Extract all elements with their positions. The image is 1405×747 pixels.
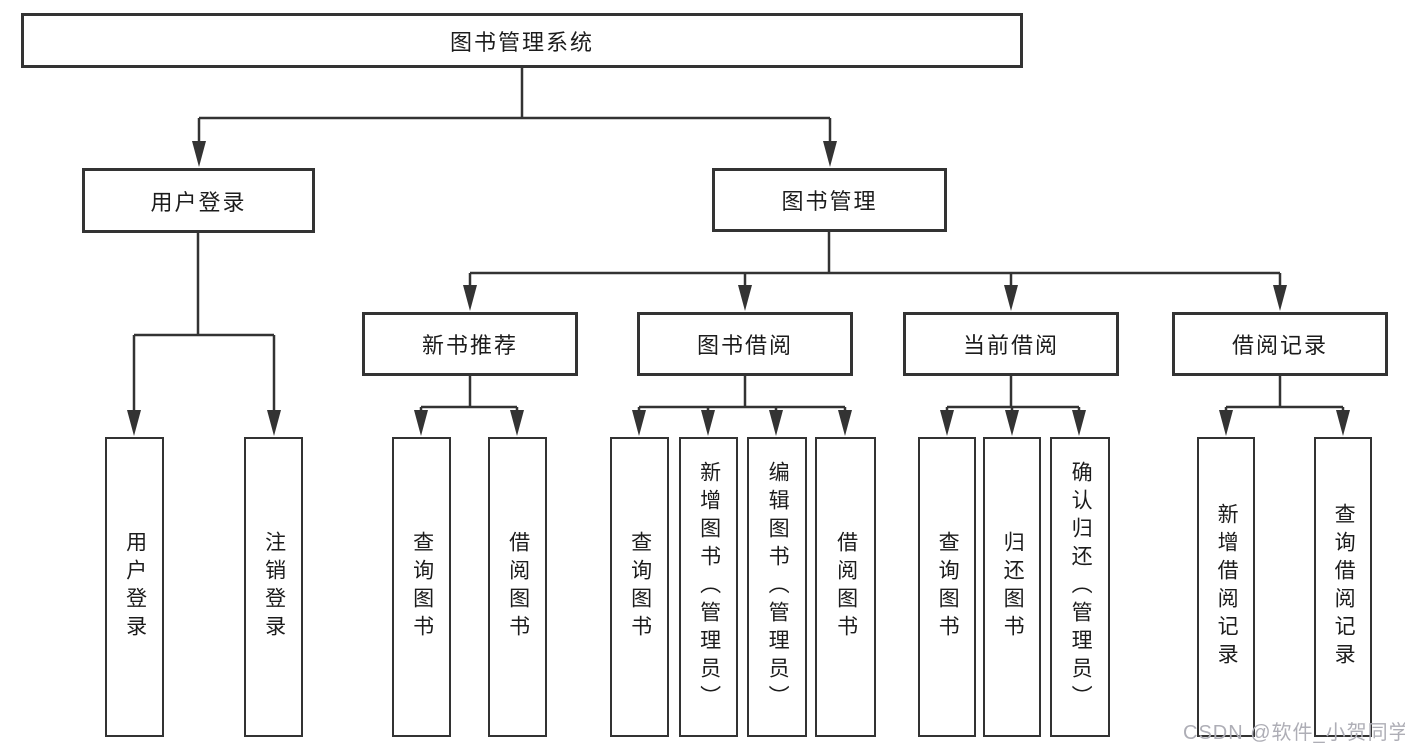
leaf-bb-edit-book-admin: 编辑图书（管理员） <box>747 437 807 737</box>
node-borrow-record-label: 借阅记录 <box>1231 333 1328 358</box>
leaf-bb-edit-book-admin-label: 编辑图书（管理员） <box>766 461 790 713</box>
node-current-borrow-label: 当前借阅 <box>962 333 1059 358</box>
leaf-logout-login: 注销登录 <box>244 437 303 737</box>
leaf-nb-query-book: 查询图书 <box>392 437 451 737</box>
leaf-user-login: 用户登录 <box>105 437 164 737</box>
leaf-br-query-record-label: 查询借阅记录 <box>1332 503 1356 671</box>
leaf-nb-borrow-book: 借阅图书 <box>488 437 547 737</box>
node-root: 图书管理系统 <box>21 13 1023 68</box>
watermark: CSDN @软件_小贺同学 <box>1183 722 1405 744</box>
node-borrow-record: 借阅记录 <box>1172 312 1388 376</box>
leaf-bb-add-book-admin-label: 新增图书（管理员） <box>697 461 721 713</box>
leaf-bb-query-book-label: 查询图书 <box>628 531 652 643</box>
leaf-cb-query-book: 查询图书 <box>918 437 976 737</box>
leaf-nb-query-book-label: 查询图书 <box>410 531 434 643</box>
leaf-logout-login-label: 注销登录 <box>262 531 286 643</box>
node-user-login-label: 用户登录 <box>150 189 247 215</box>
node-book-management-label: 图书管理 <box>781 189 878 214</box>
node-new-book-recommend: 新书推荐 <box>362 312 578 376</box>
node-book-management: 图书管理 <box>712 168 947 232</box>
leaf-cb-query-book-label: 查询图书 <box>936 531 960 643</box>
leaf-cb-return-book: 归还图书 <box>983 437 1041 737</box>
leaf-br-add-record: 新增借阅记录 <box>1197 437 1255 737</box>
node-new-book-recommend-label: 新书推荐 <box>421 333 518 358</box>
leaf-br-query-record: 查询借阅记录 <box>1314 437 1372 737</box>
leaf-bb-query-book: 查询图书 <box>610 437 669 737</box>
node-user-login: 用户登录 <box>82 168 315 233</box>
leaf-cb-return-book-label: 归还图书 <box>1001 531 1025 643</box>
leaf-br-add-record-label: 新增借阅记录 <box>1215 503 1239 671</box>
node-book-borrow: 图书借阅 <box>637 312 853 376</box>
leaf-bb-borrow-book-label: 借阅图书 <box>834 531 858 643</box>
leaf-nb-borrow-book-label: 借阅图书 <box>506 531 530 643</box>
leaf-user-login-label: 用户登录 <box>123 531 147 643</box>
leaf-bb-borrow-book: 借阅图书 <box>815 437 876 737</box>
node-book-borrow-label: 图书借阅 <box>696 333 793 358</box>
leaf-cb-confirm-return-admin: 确认归还（管理员） <box>1050 437 1110 737</box>
node-root-label: 图书管理系统 <box>449 29 594 55</box>
node-current-borrow: 当前借阅 <box>903 312 1119 376</box>
leaf-bb-add-book-admin: 新增图书（管理员） <box>679 437 738 737</box>
leaf-cb-confirm-return-admin-label: 确认归还（管理员） <box>1069 461 1093 713</box>
